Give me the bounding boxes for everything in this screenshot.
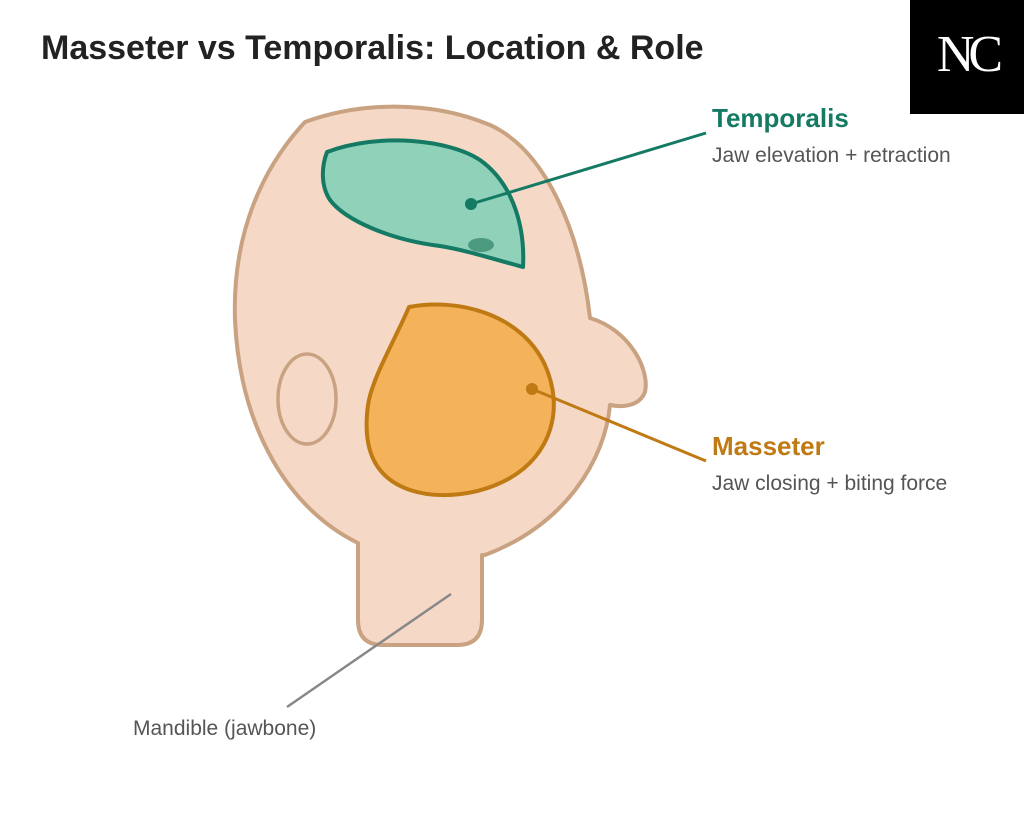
masseter-label: Masseter bbox=[712, 431, 825, 461]
temporalis-description: Jaw elevation + retraction bbox=[712, 144, 951, 167]
masseter-description: Jaw closing + biting force bbox=[712, 472, 948, 495]
logo-text: NC bbox=[936, 26, 1003, 83]
temporalis-leader-line bbox=[470, 131, 707, 206]
temporalis-label: Temporalis bbox=[712, 103, 849, 133]
page-title: Masseter vs Temporalis: Location & Role bbox=[41, 29, 704, 67]
masseter-muscle bbox=[364, 302, 556, 498]
masseter-leader-line bbox=[531, 387, 707, 463]
mandible-label: Mandible (jawbone) bbox=[133, 717, 317, 740]
brand-logo: NC bbox=[910, 0, 1024, 114]
temporalis-muscle bbox=[320, 138, 526, 269]
temporalis-shadow bbox=[468, 238, 494, 252]
temporalis-leader-dot bbox=[465, 198, 477, 210]
masseter-leader-dot bbox=[526, 383, 538, 395]
ear-shape bbox=[276, 352, 338, 446]
mandible-leader-line bbox=[286, 592, 452, 709]
